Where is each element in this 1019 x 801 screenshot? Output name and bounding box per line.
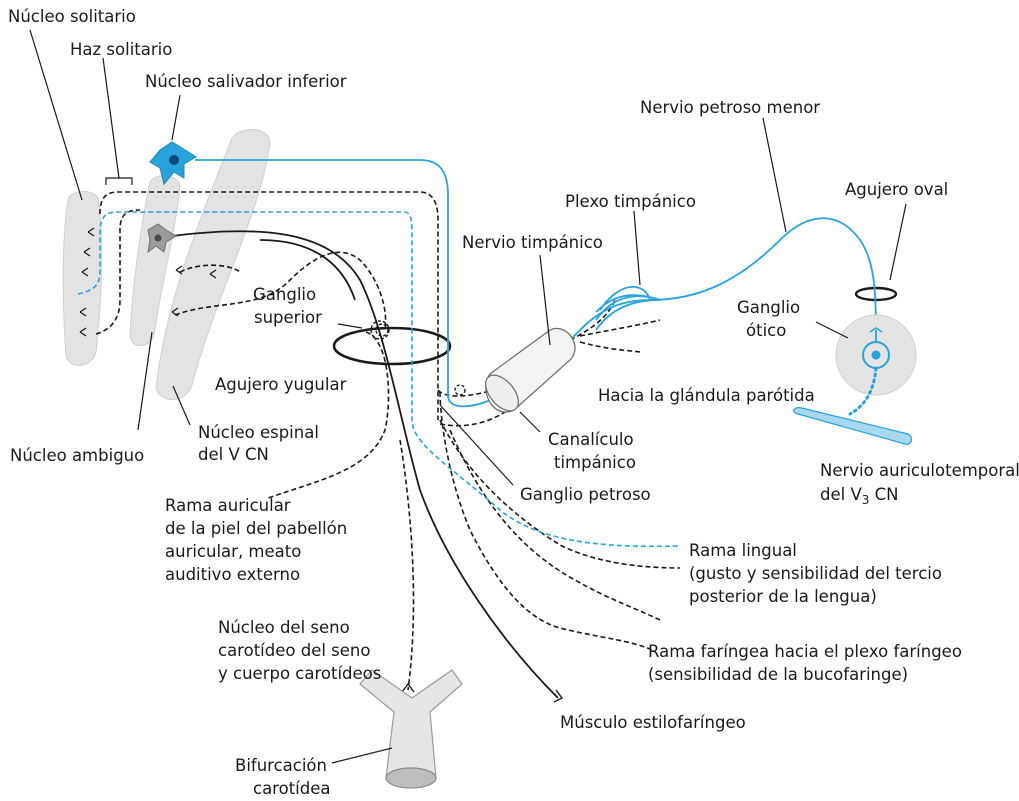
label-ganglio-superior-2: superior [254, 308, 322, 327]
label-haz-solitario: Haz solitario [70, 40, 172, 59]
label-musculo-estilofaringeo: Músculo estilofaríngeo [560, 713, 746, 732]
label-plexo-timpanico: Plexo timpánico [565, 192, 696, 211]
label-rama-lingual-2: (gusto y sensibilidad del tercio [689, 564, 942, 583]
label-nucleo-solitario: Núcleo solitario [8, 7, 136, 26]
label-rama-auricular-3: auricular, meato [165, 542, 301, 561]
jugular-foramen-ring [334, 328, 450, 364]
label-nucleo-seno-3: y cuerpo carotídeos [218, 664, 381, 683]
label-nucleo-espinal-1: Núcleo espinal [198, 423, 319, 442]
label-rama-auricular-1: Rama auricular [165, 496, 291, 515]
auriculotemporal-nerve [794, 408, 912, 445]
label-bifurcacion-1: Bifurcación [235, 756, 327, 775]
label-nucleo-salivador: Núcleo salivador inferior [145, 72, 347, 91]
label-nervio-petroso-menor: Nervio petroso menor [640, 98, 820, 117]
solitary-nucleus-column [63, 191, 101, 365]
label-rama-lingual-3: posterior de la lengua) [689, 587, 877, 606]
label-ganglio-otico-1: Ganglio [737, 298, 800, 317]
label-nervio-auriculotemporal-2: del V3 CN [820, 485, 899, 507]
otic-ganglion [836, 315, 916, 414]
label-ganglio-otico-2: ótico [746, 321, 786, 340]
label-bifurcacion-2: carotídea [253, 779, 331, 798]
label-rama-auricular-2: de la piel del pabellón [165, 519, 347, 538]
label-nervio-auriculotemporal-1: Nervio auriculotemporal [820, 461, 1019, 480]
label-hacia-parotida: Hacia la glándula parótida [598, 386, 815, 405]
label-nucleo-seno-1: Núcleo del seno [218, 618, 350, 637]
label-rama-faringea-2: (sensibilidad de la bucofaringe) [648, 665, 908, 684]
label-agujero-yugular: Agujero yugular [215, 375, 347, 394]
label-nervio-timpanico: Nervio timpánico [462, 233, 603, 252]
label-nucleo-espinal-2: del V CN [198, 445, 269, 464]
label-canaliculo-1: Canalículo [548, 430, 634, 449]
label-rama-auricular-4: auditivo externo [165, 565, 300, 584]
label-rama-faringea-1: Rama faríngea hacia el plexo faríngeo [648, 642, 962, 661]
label-rama-lingual-1: Rama lingual [689, 541, 797, 560]
label-ganglio-superior-1: Ganglio [253, 285, 316, 304]
label-canaliculo-2: timpánico [554, 453, 636, 472]
label-ganglio-petroso: Ganglio petroso [520, 485, 651, 504]
label-nucleo-seno-2: carotídeo del seno [218, 641, 370, 660]
tympanic-canaliculus-tube [479, 328, 575, 416]
label-agujero-oval: Agujero oval [845, 180, 948, 199]
label-nucleo-ambiguo: Núcleo ambiguo [10, 446, 144, 465]
